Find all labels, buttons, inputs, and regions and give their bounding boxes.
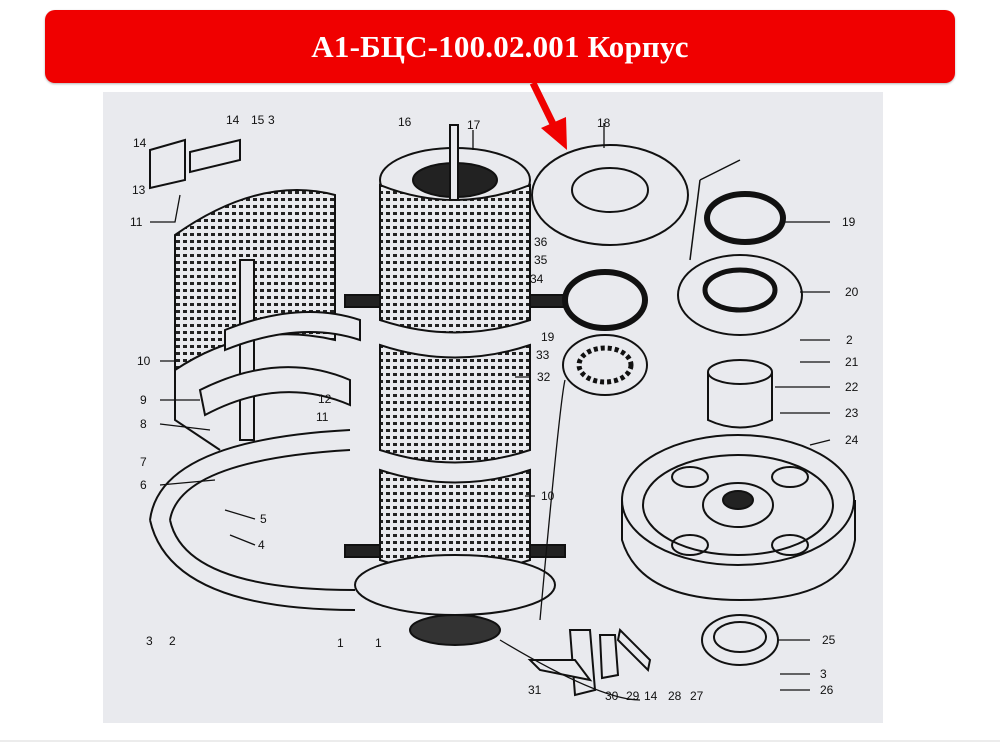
- callout: 11: [316, 410, 329, 424]
- callout: 2: [169, 634, 176, 648]
- bushing-22: [707, 372, 773, 429]
- callout: 35: [534, 253, 548, 267]
- callout: 23: [845, 406, 859, 420]
- callout: 20: [845, 285, 859, 299]
- callout: 26: [820, 683, 834, 697]
- callout: 25: [822, 633, 836, 647]
- drawing-svg: 14 14 15 3 13 11 16 17 18 19 36 35 34 20…: [130, 113, 859, 703]
- callout: 14: [226, 113, 240, 127]
- callout: 31: [528, 683, 542, 697]
- callout: 3: [146, 634, 153, 648]
- callout: 13: [132, 183, 146, 197]
- callout: 27: [690, 689, 704, 703]
- drum-upper: [379, 183, 531, 334]
- base-ring: [149, 429, 356, 611]
- callout: 10: [541, 489, 555, 503]
- callout: 3: [268, 113, 275, 127]
- title-text: А1-БЦС-100.02.001 Корпус: [311, 28, 689, 64]
- pointer-arrow-icon: [529, 81, 567, 150]
- callout: 9: [140, 393, 147, 407]
- callout: 32: [537, 370, 551, 384]
- callout: 7: [140, 455, 147, 469]
- callout: 19: [541, 330, 555, 344]
- callout: 19: [842, 215, 856, 229]
- exploded-assembly-drawing: 14 14 15 3 13 11 16 17 18 19 36 35 34 20…: [103, 92, 883, 723]
- callout: 1: [337, 636, 344, 650]
- callout: 33: [536, 348, 550, 362]
- callout: 18: [597, 116, 611, 130]
- callout: 1: [375, 636, 382, 650]
- callout: 16: [398, 115, 412, 129]
- bearing: [562, 334, 648, 396]
- callout: 3: [820, 667, 827, 681]
- seal-ring: [562, 269, 648, 331]
- callout: 10: [137, 354, 151, 368]
- callout: 30: [605, 689, 619, 703]
- callout: 24: [845, 433, 859, 447]
- callout-numbers: 14 14 15 3 13 11 16 17 18 19 36 35 34 20…: [130, 113, 859, 703]
- housing-20: [677, 254, 803, 336]
- callout: 22: [845, 380, 859, 394]
- callout: 14: [644, 689, 658, 703]
- callout: 17: [467, 118, 481, 132]
- callout: 4: [258, 538, 265, 552]
- callout: 29: [626, 689, 640, 703]
- callout: 15: [251, 113, 265, 127]
- callout: 28: [668, 689, 682, 703]
- callout: 34: [530, 272, 544, 286]
- title-banner: А1-БЦС-100.02.001 Корпус: [45, 10, 955, 83]
- drum-middle: [379, 343, 531, 464]
- callout: 21: [845, 355, 859, 369]
- callout: 2: [846, 333, 853, 347]
- divider: [0, 740, 1000, 742]
- callout: 5: [260, 512, 267, 526]
- callout: 36: [534, 235, 548, 249]
- callout: 6: [140, 478, 147, 492]
- callout: 11: [130, 215, 143, 229]
- callout: 14: [133, 136, 147, 150]
- callout: 12: [318, 392, 332, 406]
- callout: 8: [140, 417, 147, 431]
